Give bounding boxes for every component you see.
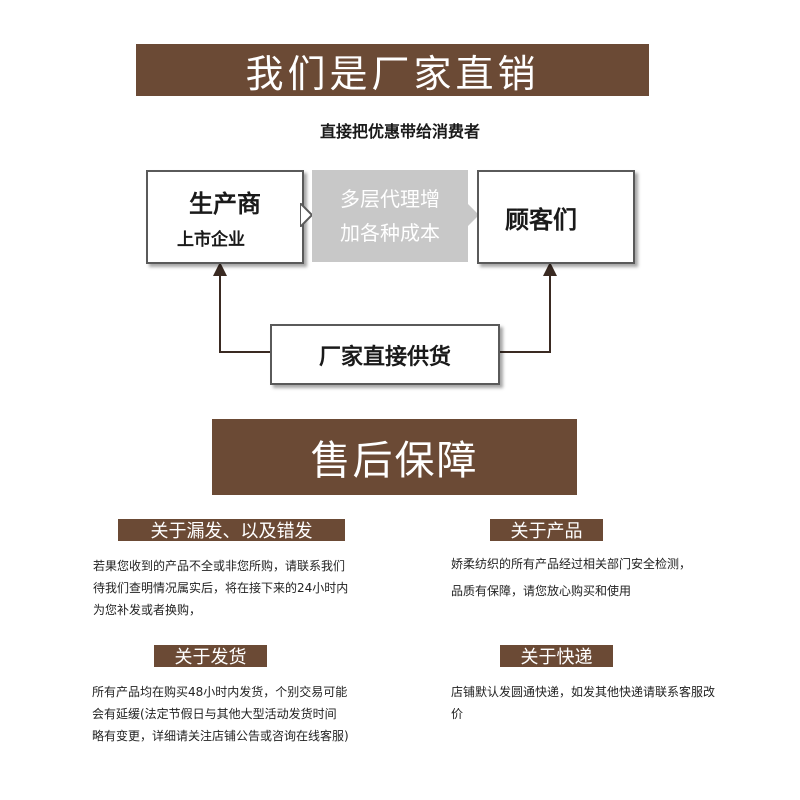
text-line: 价 — [451, 707, 464, 721]
shipping-tag: 关于发货 — [154, 645, 267, 668]
customer-box: 顾客们 — [477, 170, 635, 264]
text-line: 娇柔纺织的所有产品经过相关部门安全检测， — [451, 557, 692, 571]
express-tag: 关于快递 — [500, 645, 613, 668]
direct-supply-box: 厂家直接供货 — [270, 324, 500, 385]
agent-line-1: 多层代理增 — [340, 187, 440, 211]
connector-to-producer — [219, 274, 270, 353]
header-banner: 我们是厂家直销 — [136, 44, 649, 96]
agent-cost-box: 多层代理增 加各种成本 — [312, 170, 468, 262]
arrowhead-up-producer — [213, 262, 227, 276]
text-line: 所有产品均在购买48小时内发货，个别交易可能 — [92, 685, 348, 699]
product-text: 娇柔纺织的所有产品经过相关部门安全检测， 品质有保障，请您放心购买和使用 — [451, 551, 751, 605]
missing-items-tag: 关于漏发、以及错发 — [118, 519, 345, 542]
header-title: 我们是厂家直销 — [245, 51, 540, 96]
producer-title: 生产商 — [189, 190, 261, 218]
missing-items-text: 若果您收到的产品不全或非您所购，请联系我们 待我们查明情况属实后，将在接下来的2… — [93, 555, 393, 621]
arrowhead-up-customer — [543, 262, 557, 276]
text-line: 略有变更，详细请关注店铺公告或咨询在线客服) — [92, 729, 349, 743]
arrow-producer-agent — [300, 203, 314, 227]
text-line: 品质有保障，请您放心购买和使用 — [451, 584, 632, 598]
text-line: 若果您收到的产品不全或非您所购，请联系我们 — [93, 559, 346, 573]
header-subtitle: 直接把优惠带给消费者 — [319, 122, 480, 141]
customer-title: 顾客们 — [505, 205, 577, 234]
product-tag: 关于产品 — [490, 519, 603, 542]
text-line: 会有延缓(法定节假日与其他大型活动发货时间 — [92, 707, 337, 721]
agent-line-2: 加各种成本 — [340, 221, 440, 245]
direct-supply-title: 厂家直接供货 — [318, 344, 451, 370]
shipping-text: 所有产品均在购买48小时内发货，个别交易可能 会有延缓(法定节假日与其他大型活动… — [92, 681, 392, 747]
express-text: 店铺默认发圆通快递，如发其他快递请联系客服改 价 — [451, 681, 751, 725]
producer-subtitle: 上市企业 — [177, 230, 245, 250]
producer-box: 生产商 上市企业 — [146, 170, 304, 264]
text-line: 待我们查明情况属实后，将在接下来的24小时内 — [93, 581, 349, 595]
text-line: 店铺默认发圆通快递，如发其他快递请联系客服改 — [451, 685, 716, 699]
after-sales-banner: 售后保障 — [212, 419, 577, 495]
connector-to-customer — [496, 274, 551, 353]
after-sales-title: 售后保障 — [310, 438, 479, 484]
arrow-agent-customer — [467, 203, 479, 227]
text-line: 为您补发或者换购， — [93, 603, 202, 617]
